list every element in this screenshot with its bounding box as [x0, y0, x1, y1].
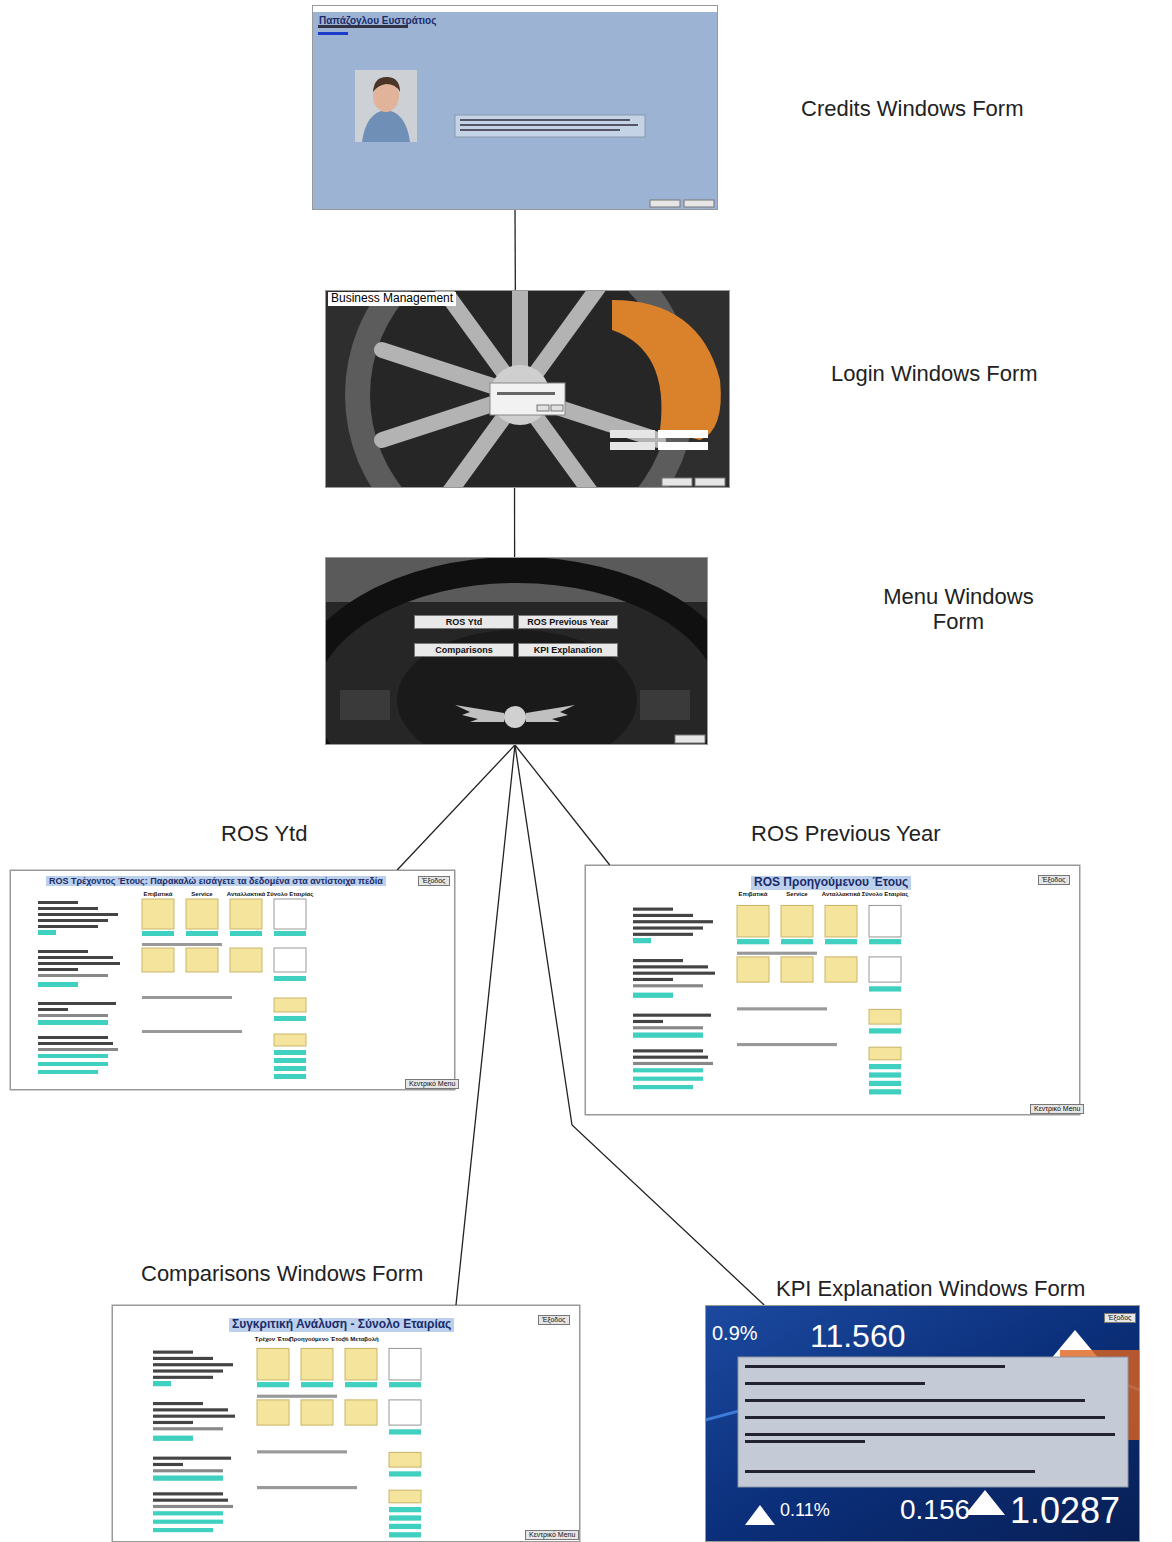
ros-ytd-form: ROS YtdROS Τρέχοντος Έτους: Παρακαλώ εισ…	[10, 870, 455, 1090]
button-label: ROS Previous Year	[527, 616, 608, 628]
button-label: Κεντρικό Menu	[405, 1079, 459, 1089]
button-label: KPI Explanation	[534, 644, 603, 656]
ros-previous-form: ROS Previous YearROS Προηγούμενου Έτους	[585, 865, 1080, 1115]
form-caption: Credits Windows Form	[801, 96, 1023, 121]
ticker-number: 0.11%	[780, 1500, 830, 1521]
ticker-number: 11.560	[810, 1318, 906, 1355]
column-header: Σύνολο Εταιρίας	[862, 891, 909, 898]
form-header: Συγκριτική Ανάλυση - Σύνολο Εταιρίας	[229, 1318, 454, 1332]
connector-line	[515, 745, 764, 1305]
ticker-number: 0.156	[900, 1494, 970, 1526]
menu-button: KPI Explanation	[518, 643, 618, 657]
button-label: Έξοδος	[1038, 875, 1070, 885]
column-header: Τρέχον Έτος	[255, 1336, 291, 1343]
column-header: % Μεταβολή	[343, 1336, 378, 1343]
form-caption: Comparisons Windows Form	[141, 1261, 423, 1286]
button-label: Κεντρικό Menu	[525, 1530, 579, 1540]
form-caption: ROS Previous Year	[751, 821, 941, 846]
connector-line	[514, 488, 515, 557]
column-header: Service	[786, 891, 807, 898]
form-caption: Menu Windows Form	[871, 584, 1046, 635]
column-header: Service	[191, 891, 212, 898]
form-caption: ROS Ytd	[221, 821, 307, 846]
form-caption: Login Windows Form	[831, 361, 1038, 386]
button-label: Έξοδος	[418, 876, 450, 886]
login-form: Login Windows FormBusiness Management	[325, 290, 730, 488]
connector-line	[514, 210, 516, 290]
form-caption: KPI Explanation Windows Form	[776, 1276, 1085, 1301]
menu-button: ROS Ytd	[414, 615, 514, 629]
column-header: Σύνολο Εταιρίας	[267, 891, 314, 898]
ticker-number: 1.0287	[1010, 1490, 1120, 1531]
column-header: Ανταλλακτικά	[227, 891, 265, 898]
column-header: Ανταλλακτικά	[822, 891, 860, 898]
button-label: Comparisons	[435, 644, 493, 656]
connector-line	[397, 745, 515, 870]
app-title: Business Management	[328, 292, 456, 306]
connector-line	[456, 745, 515, 1305]
column-header: Επιβατικά	[144, 891, 173, 898]
credits-form: Credits Windows FormΠαπάζογλου Ευστράτιο…	[312, 5, 718, 210]
form-header: ROS Προηγούμενου Έτους	[751, 876, 911, 890]
button-label: Έξοδος	[538, 1315, 570, 1325]
column-header: Επιβατικά	[739, 891, 768, 898]
menu-button: ROS Previous Year	[518, 615, 618, 629]
button-label: Έξοδος	[1104, 1313, 1136, 1323]
form-header: ROS Τρέχοντος Έτους: Παρακαλώ εισάγετε τ…	[46, 876, 386, 886]
author-name: Παπάζογλου Ευστράτιος	[319, 15, 436, 27]
menu-button: Comparisons	[414, 643, 514, 657]
ticker-number: 0.9%	[712, 1322, 758, 1345]
column-header: Προηγούμενο Έτος	[289, 1336, 344, 1343]
menu-form: Menu Windows FormROS YtdROS Previous Yea…	[325, 557, 708, 745]
button-label: Κεντρικό Menu	[1030, 1104, 1084, 1114]
button-label: ROS Ytd	[446, 616, 482, 628]
connector-line	[515, 745, 610, 865]
